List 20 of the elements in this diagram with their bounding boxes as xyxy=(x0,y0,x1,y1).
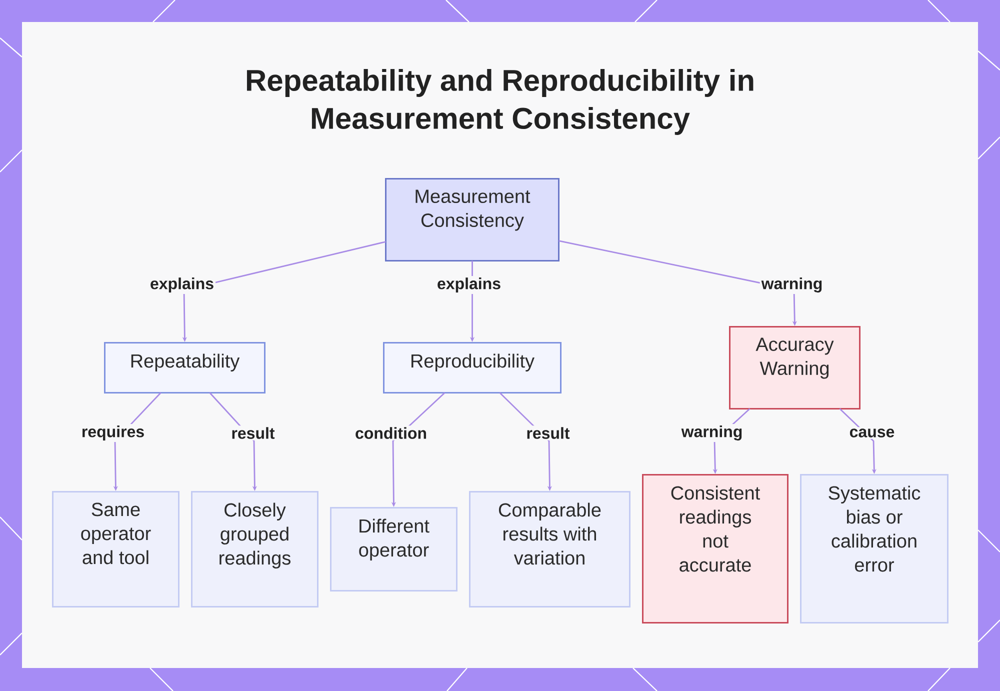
process-box: Reproducibility xyxy=(383,342,562,394)
process-box: Comparable results with variation xyxy=(469,491,630,608)
process-box: Same operator and tool xyxy=(52,491,180,608)
process-box: Repeatability xyxy=(104,342,266,394)
process-box: Measurement Consistency xyxy=(385,178,560,262)
title: Repeatability and Reproducibility in Measurement Consistency xyxy=(246,69,754,135)
edge-label: result xyxy=(230,426,276,440)
edge-label: warning xyxy=(760,276,824,294)
process-box: Closely grouped readings xyxy=(191,491,318,608)
edge-label: explains xyxy=(148,276,216,294)
warning-box: Consistent readings not accurate xyxy=(642,474,788,624)
edge-label: cause xyxy=(848,427,896,439)
edge-label: result xyxy=(524,426,572,440)
edge-label: condition xyxy=(354,426,428,440)
edge-label: explains xyxy=(436,276,503,294)
edge-label: requires xyxy=(80,424,146,442)
warning-box: Accuracy Warning xyxy=(729,326,861,410)
process-box: Systematic bias or calibration error xyxy=(800,474,949,624)
process-box: Different operator xyxy=(330,507,458,592)
edge-label: warning xyxy=(680,424,744,442)
